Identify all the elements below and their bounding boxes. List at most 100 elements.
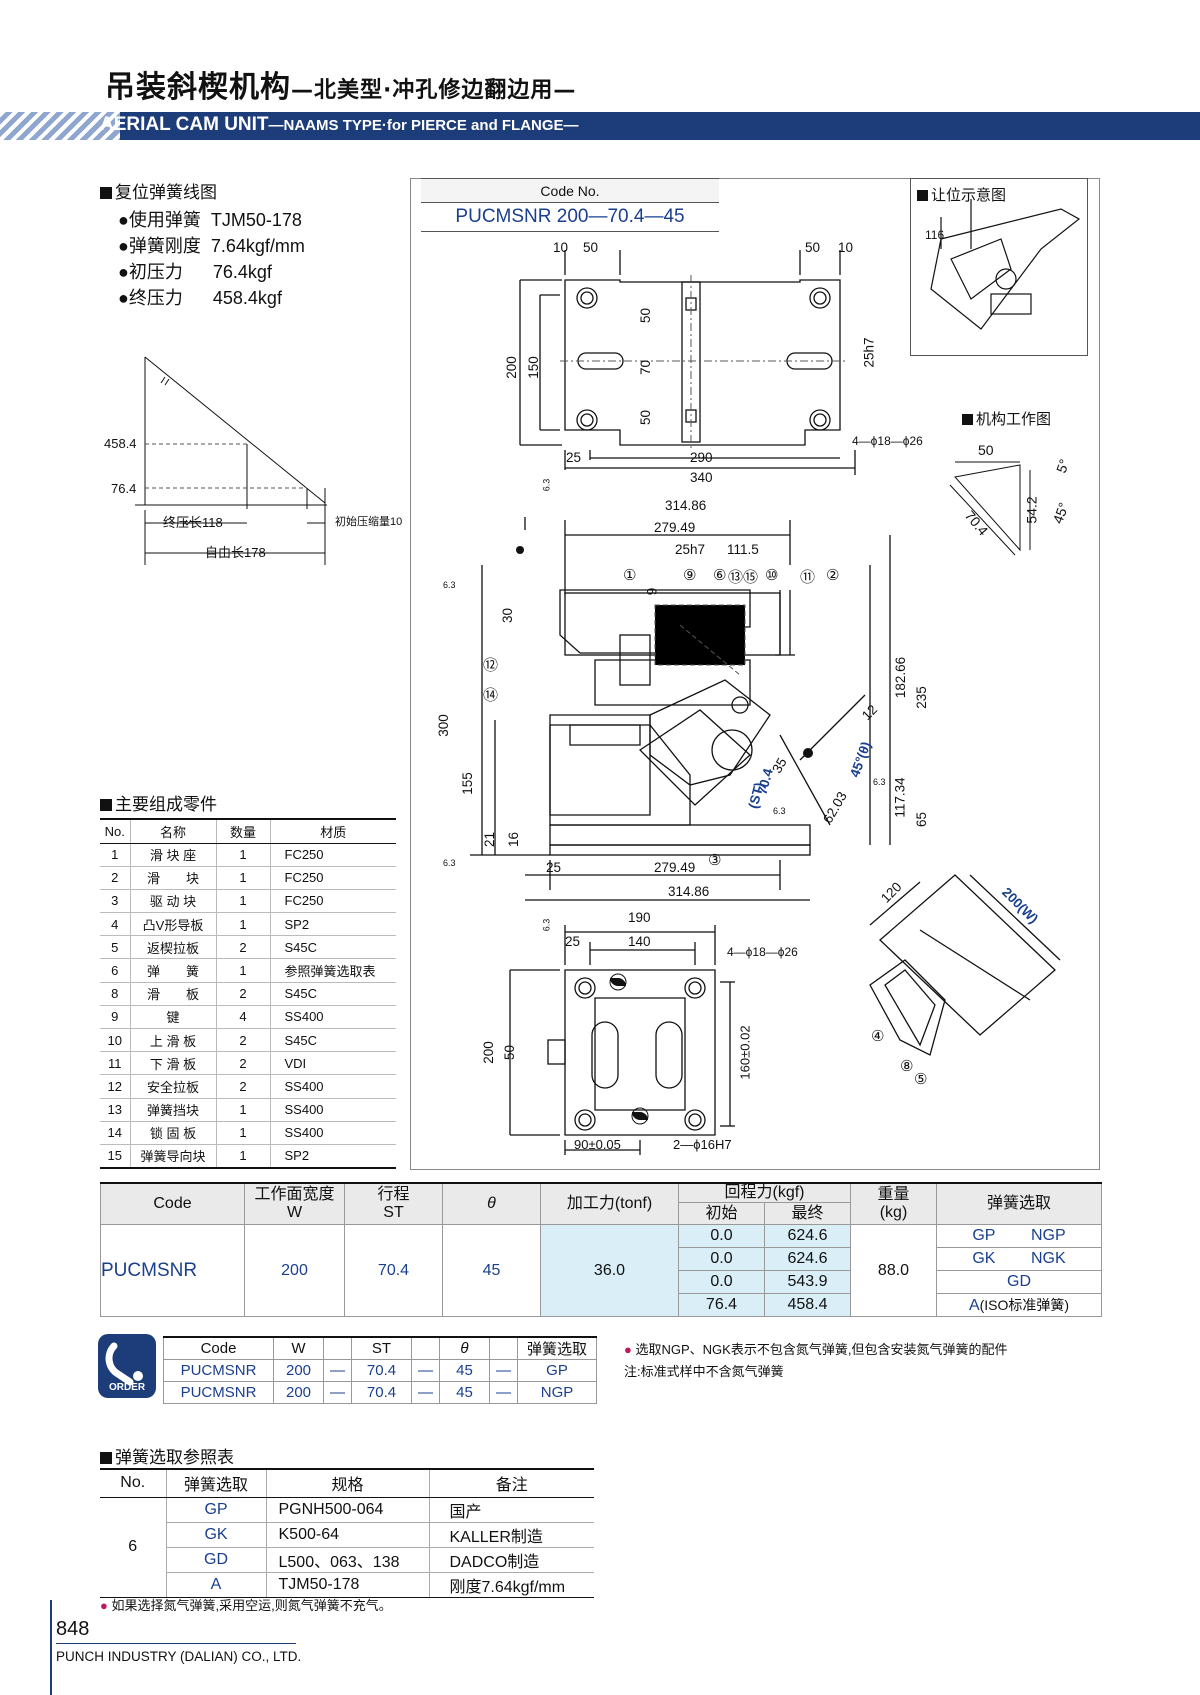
dim-top-150: 150 xyxy=(525,356,541,379)
spec-spring-option: GK NGK xyxy=(936,1247,1102,1271)
code-value: PUCMSNR 200—70.4—45 xyxy=(455,206,685,227)
dim-top-25: 25 xyxy=(566,450,582,465)
spec-spring-option: A(ISO标准弹簧) xyxy=(936,1293,1102,1317)
part-qty: 1 xyxy=(215,889,270,914)
part-qty: 2 xyxy=(215,1028,270,1053)
ref-spec: K500-64 xyxy=(265,1522,429,1548)
balloon-15: ⑮ xyxy=(743,569,759,586)
part-no: 15 xyxy=(100,1144,130,1169)
ref-remark: 刚度7.64kgf/mm xyxy=(428,1572,594,1598)
dim-top-70: 70 xyxy=(638,359,654,376)
dim-top-25h7: 25h7 xyxy=(861,337,877,368)
part-material: SS400 xyxy=(269,1121,396,1145)
spec-return-final: 624.6 xyxy=(764,1247,851,1271)
spec-force: 36.0 xyxy=(540,1224,679,1317)
part-material: 参照弹簧选取表 xyxy=(269,958,396,983)
order-note-1: ● 选取NGP、NGK表示不包含氮气弹簧,但包含安装氮气弹簧的配件 xyxy=(624,1342,1008,1357)
part-qty: 1 xyxy=(215,866,270,890)
part-no: 6 xyxy=(100,958,130,983)
part-material: SS400 xyxy=(269,1098,396,1122)
part-material: FC250 xyxy=(269,843,396,867)
page-title: 吊装斜楔机构—北美型·冲孔修边翻边用— xyxy=(105,62,576,106)
part-material: SP2 xyxy=(269,912,396,937)
parts-col-qty: 数量 xyxy=(215,818,270,844)
spec-spring-option: GP NGP xyxy=(936,1224,1102,1248)
balloon-3: ③ xyxy=(708,852,722,869)
chart-y-label-final: 458.4 xyxy=(104,436,137,451)
dim-side-314a: 314.86 xyxy=(665,498,707,513)
spec-col-spring: 弹簧选取 xyxy=(936,1182,1102,1225)
part-qty: 1 xyxy=(215,1098,270,1122)
order-col-st: ST xyxy=(351,1336,412,1360)
company-name: PUNCH INDUSTRY (DALIAN) CO., LTD. xyxy=(56,1649,302,1664)
order-cell: GP xyxy=(517,1359,597,1382)
balloon-5: ⑤ xyxy=(914,1071,928,1088)
dim-side-25h7: 25h7 xyxy=(675,542,706,557)
part-qty: 2 xyxy=(215,982,270,1006)
part-no: 10 xyxy=(100,1028,130,1053)
spring-spec-3: ●初压力 76.4kgf xyxy=(118,262,272,282)
chart-initial-compression: 初始压缩量10 xyxy=(335,516,403,528)
spring-heading: 复位弹簧线图 xyxy=(100,178,217,203)
spec-col-theta: θ xyxy=(442,1182,541,1225)
part-name: 驱 动 块 xyxy=(129,889,216,914)
order-cell: 200 xyxy=(273,1359,324,1382)
order-cell: — xyxy=(323,1381,352,1404)
dim-side-9: 9 xyxy=(644,587,660,596)
ref-heading: 弹簧选取参照表 xyxy=(100,1443,234,1468)
order-col-theta: θ xyxy=(439,1336,490,1360)
dim-top-340: 340 xyxy=(690,470,713,485)
spec-return-final: 543.9 xyxy=(764,1270,851,1294)
spec-code: PUCMSNR xyxy=(100,1224,245,1317)
dim-side-21: 21 xyxy=(482,831,498,848)
parts-heading: 主要组成零件 xyxy=(100,790,217,815)
part-qty: 4 xyxy=(215,1005,270,1030)
part-qty: 2 xyxy=(215,935,270,960)
dim-bottom-160: 160±0.02 xyxy=(737,1025,753,1080)
dim-top-50c: 50 xyxy=(638,307,654,324)
balloon-8: ⑧ xyxy=(900,1058,914,1075)
ref-spring: A xyxy=(165,1572,266,1598)
spec-width: 200 xyxy=(244,1224,345,1317)
part-no: 14 xyxy=(100,1121,130,1145)
part-name: 键 xyxy=(129,1005,216,1030)
ref-spring: GP xyxy=(165,1497,266,1523)
spec-weight: 88.0 xyxy=(850,1224,937,1317)
part-name: 滑 板 xyxy=(129,982,216,1006)
dim-side-300: 300 xyxy=(435,714,451,737)
dim-side-235: 235 xyxy=(913,686,929,709)
part-material: VDI xyxy=(269,1051,396,1076)
dim-top-50b: 50 xyxy=(805,240,821,255)
ref-spec: PGNH500-064 xyxy=(265,1497,429,1523)
spec-col-init: 初始 xyxy=(678,1202,765,1225)
ref-spec: L500、063、138 xyxy=(265,1547,429,1573)
spec-theta: 45 xyxy=(442,1224,541,1317)
ref-spring: GK xyxy=(165,1522,266,1548)
spec-col-code: Code xyxy=(100,1182,245,1225)
dim-top-10a: 10 xyxy=(553,240,569,255)
ref-remark: KALLER制造 xyxy=(428,1522,594,1548)
dim-top-holes: 4—ϕ18—ϕ26 xyxy=(852,434,923,448)
dim-bottom-50: 50 xyxy=(502,1044,518,1061)
part-no: 9 xyxy=(100,1005,130,1030)
roughness-bottom: 6.3 xyxy=(541,918,552,932)
part-name: 安全拉板 xyxy=(129,1074,216,1099)
part-name: 凸V形导板 xyxy=(129,912,216,937)
dim-top-200: 200 xyxy=(503,356,519,379)
spring-force-chart xyxy=(135,356,327,565)
dim-side-111: 111.5 xyxy=(727,542,759,557)
title-main: 吊装斜楔机构 xyxy=(105,70,291,105)
part-qty: 1 xyxy=(215,1144,270,1169)
part-name: 上 滑 板 xyxy=(129,1028,216,1053)
ref-col-spring: 弹簧选取 xyxy=(165,1468,266,1498)
